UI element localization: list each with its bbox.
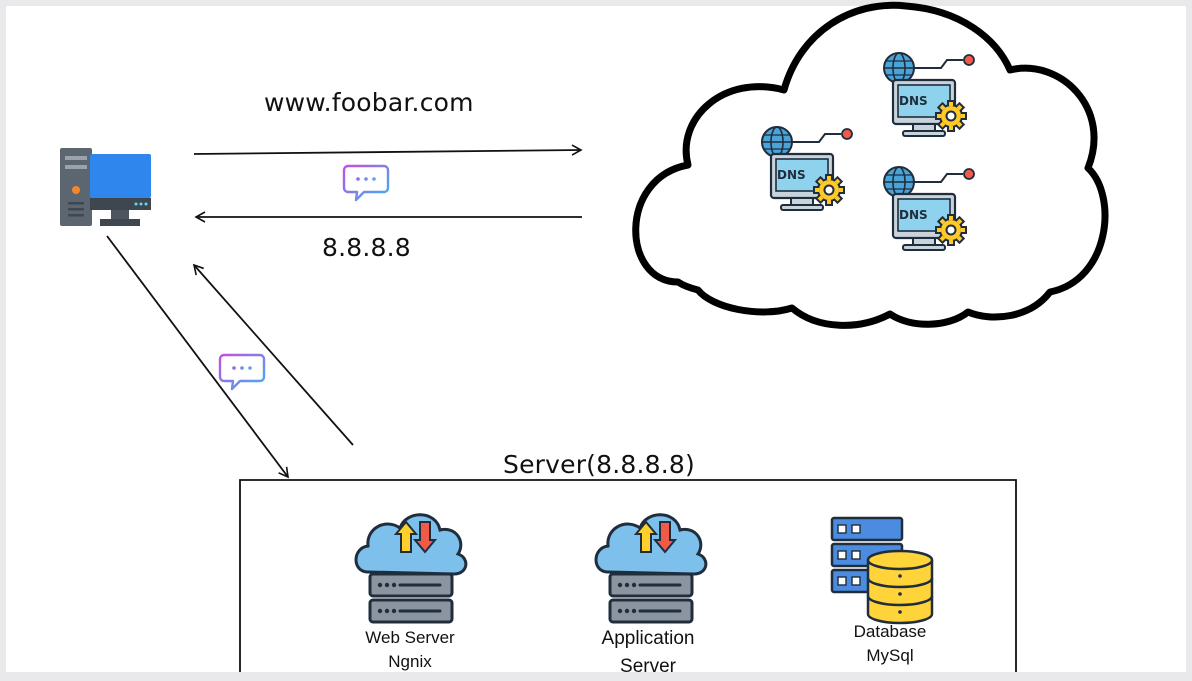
dns-response-label: 8.8.8.8 [322, 233, 411, 262]
desktop-computer-icon [60, 148, 151, 226]
application-server-label: Application Server [578, 625, 718, 681]
server-box [239, 479, 1017, 672]
application-server-label-line2: Server [620, 656, 676, 677]
dns-cloud [632, 1, 1109, 329]
application-server-icon [594, 513, 708, 624]
database-label: Database MySql [820, 620, 960, 668]
database-label-line2: MySql [866, 646, 914, 665]
database-icon [830, 516, 934, 625]
chat-bubble-icon [218, 353, 266, 391]
database-label-line1: Database [853, 622, 927, 641]
application-server-label-line1: Application [601, 628, 695, 649]
web-server-label: Web Server Ngnix [340, 626, 480, 674]
dns-node-label: DNS [777, 168, 806, 182]
web-server-label-line1: Web Server [365, 628, 455, 647]
server-request-arrow [106, 235, 289, 479]
server-response-arrow [192, 263, 354, 446]
chat-bubble-icon [342, 164, 390, 202]
dns-node-label: DNS [899, 208, 928, 222]
web-server-icon [354, 513, 468, 624]
web-server-label-line2: Ngnix [388, 652, 432, 671]
dns-request-arrow [193, 144, 583, 156]
dns-node-label: DNS [899, 94, 928, 108]
domain-request-label: www.foobar.com [264, 88, 474, 117]
server-title: Server(8.8.8.8) [503, 450, 695, 479]
